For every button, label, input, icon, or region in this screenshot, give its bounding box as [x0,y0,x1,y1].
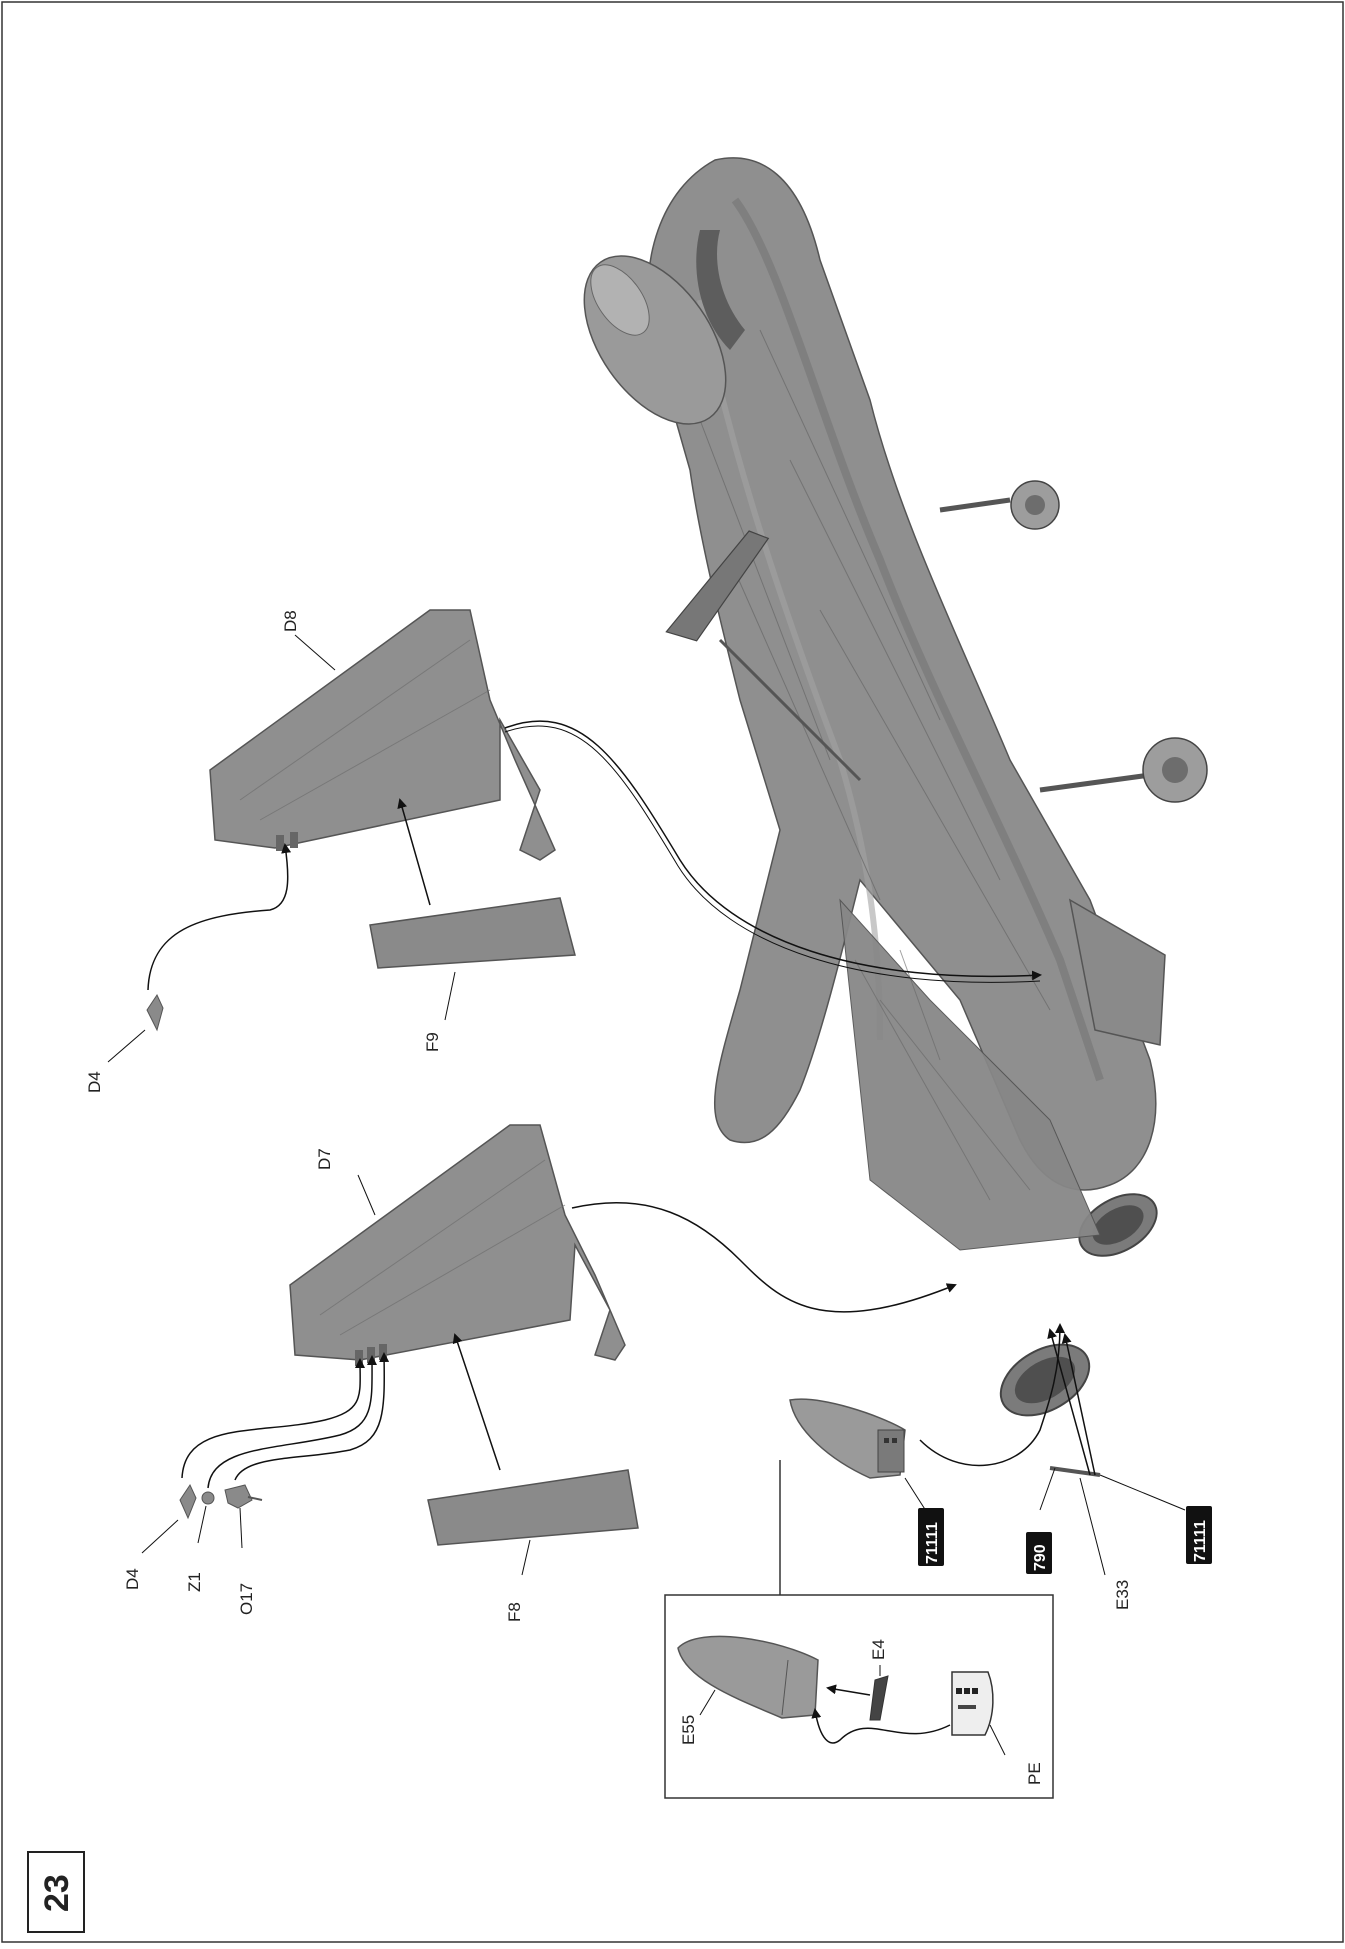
label-e33: E33 [1113,1580,1132,1610]
leader-d8 [295,635,335,670]
step-number: 23 [38,1874,76,1912]
part-flap-f8 [428,1470,638,1545]
svg-text:790: 790 [1032,1544,1049,1571]
arrow-e4-to-e55 [828,1688,870,1695]
main-landing-gear-rear [1040,738,1207,802]
label-d4-top: D4 [85,1071,104,1093]
leader-f8 [522,1540,530,1575]
leader-e33 [1080,1478,1105,1575]
part-e4 [870,1676,888,1720]
leader-d7 [358,1175,375,1215]
label-f9: F9 [423,1032,442,1052]
main-landing-gear-front [940,481,1059,529]
part-e33 [1050,1468,1100,1475]
part-tail-cone [790,1399,905,1478]
leader-o17 [240,1508,242,1548]
label-o17: O17 [237,1583,256,1615]
label-d8: D8 [281,610,300,632]
label-d4-bottom: D4 [123,1568,142,1590]
part-e55 [678,1636,818,1718]
label-z1: Z1 [185,1572,204,1592]
detail-inset-frame [665,1595,1053,1798]
part-flap-f9 [370,898,575,968]
part-d4-bottom [180,1485,196,1518]
paint-code-nose-cone: 71111 [918,1508,944,1566]
aircraft-fuselage [555,158,1207,1430]
paint-code-probe-b: 71111 [1186,1506,1212,1564]
leader-d4-bottom [142,1520,178,1553]
label-f8: F8 [505,1602,524,1622]
part-wing-d7 [290,1125,625,1366]
part-d4-top [147,995,163,1030]
leader-e55 [700,1690,715,1715]
part-o17 [225,1485,262,1508]
leader-790 [1040,1468,1055,1510]
arrow-d7-to-fuselage [572,1203,955,1312]
svg-text:71111: 71111 [924,1522,941,1564]
leader-f9 [445,972,455,1020]
part-pe-photoetch [952,1672,993,1735]
label-e4: E4 [869,1639,888,1660]
leader-d4-top [108,1030,145,1062]
svg-text:71111: 71111 [1192,1520,1209,1562]
label-d7: D7 [315,1148,334,1170]
paint-code-probe-a: 790 [1026,1532,1052,1574]
part-wing-d8 [210,610,555,860]
leader-z1 [198,1506,206,1543]
arrow-f8-to-d7 [455,1335,500,1470]
arrow-z1-to-d7 [208,1357,372,1488]
leader-pe [990,1725,1005,1755]
step-number-box: 23 [28,1852,84,1932]
arrow-pe-to-e55 [815,1710,950,1743]
part-z1 [202,1492,214,1504]
arrow-o17-to-d7 [235,1354,384,1480]
arrow-d4-to-d8 [148,845,288,990]
label-pe: PE [1025,1762,1044,1785]
leader-71111-b [1100,1475,1185,1510]
label-e55: E55 [679,1715,698,1745]
